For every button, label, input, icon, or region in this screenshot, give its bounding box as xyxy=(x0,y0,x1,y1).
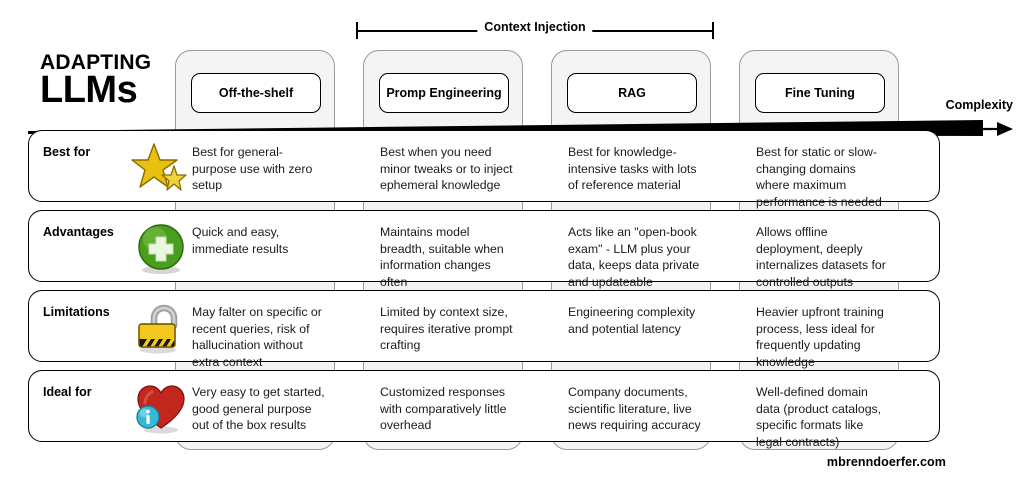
column-header-prompt-engineering[interactable]: Promp Engineering xyxy=(379,73,509,113)
row-best-for: Best for Best for general- purpose use w… xyxy=(28,130,940,209)
cell-limitations-rag: Engineering complexity and potential lat… xyxy=(568,305,696,336)
star-icon xyxy=(130,138,192,196)
green-plus-icon xyxy=(130,218,192,276)
context-injection-bracket: Context Injection xyxy=(356,20,714,42)
cell-advantages-prompt-engineering: Maintains model breadth, suitable when i… xyxy=(380,225,504,289)
column-header-fine-tuning[interactable]: Fine Tuning xyxy=(755,73,885,113)
cell-limitations-fine-tuning: Heavier upfront training process, less i… xyxy=(756,305,884,369)
cell-ideal-for-rag: Company documents, scientific literature… xyxy=(568,385,701,432)
cell-advantages-fine-tuning: Allows offline deployment, deeply intern… xyxy=(756,225,886,289)
watermark: mbrenndoerfer.com xyxy=(826,455,946,469)
title-line-llms: LLMs xyxy=(40,69,138,111)
column-header-off-the-shelf[interactable]: Off-the-shelf xyxy=(191,73,321,113)
row-label-ideal-for: Ideal for xyxy=(43,385,92,399)
row-label-limitations: Limitations xyxy=(43,305,110,319)
cell-advantages-off-the-shelf: Quick and easy, immediate results xyxy=(192,225,289,256)
cell-best-for-off-the-shelf: Best for general- purpose use with zero … xyxy=(192,145,313,192)
cell-advantages-rag: Acts like an "open-book exam" - LLM plus… xyxy=(568,225,700,289)
column-header-rag[interactable]: RAG xyxy=(567,73,697,113)
cell-ideal-for-prompt-engineering: Customized responses with comparatively … xyxy=(380,385,507,432)
cell-best-for-prompt-engineering: Best when you need minor tweaks or to in… xyxy=(380,145,513,192)
title-line-adapting: ADAPTING xyxy=(40,51,152,74)
row-limitations: Limitations May falter on specific or re… xyxy=(28,290,940,369)
cell-best-for-fine-tuning: Best for static or slow- changing domain… xyxy=(756,145,882,209)
cell-ideal-for-off-the-shelf: Very easy to get started, good general p… xyxy=(192,385,325,432)
cell-ideal-for-fine-tuning: Well-defined domain data (product catalo… xyxy=(756,385,882,449)
bracket-cap-right xyxy=(712,22,714,39)
cell-limitations-prompt-engineering: Limited by context size, requires iterat… xyxy=(380,305,513,352)
bracket-label: Context Injection xyxy=(477,20,593,34)
row-label-advantages: Advantages xyxy=(43,225,114,239)
page-title: ADAPTING LLMs xyxy=(40,52,170,109)
cell-limitations-off-the-shelf: May falter on specific or recent queries… xyxy=(192,305,322,369)
row-label-best-for: Best for xyxy=(43,145,91,159)
open-padlock-icon xyxy=(130,298,192,356)
row-ideal-for: Ideal for Very easy to get started, good… xyxy=(28,370,940,449)
bracket-cap-left xyxy=(356,22,358,39)
complexity-label: Complexity xyxy=(945,98,1013,112)
row-advantages: Advantages Quick and easy, immediate res… xyxy=(28,210,940,289)
heart-info-icon xyxy=(130,378,192,436)
cell-best-for-rag: Best for knowledge- intensive tasks with… xyxy=(568,145,697,192)
